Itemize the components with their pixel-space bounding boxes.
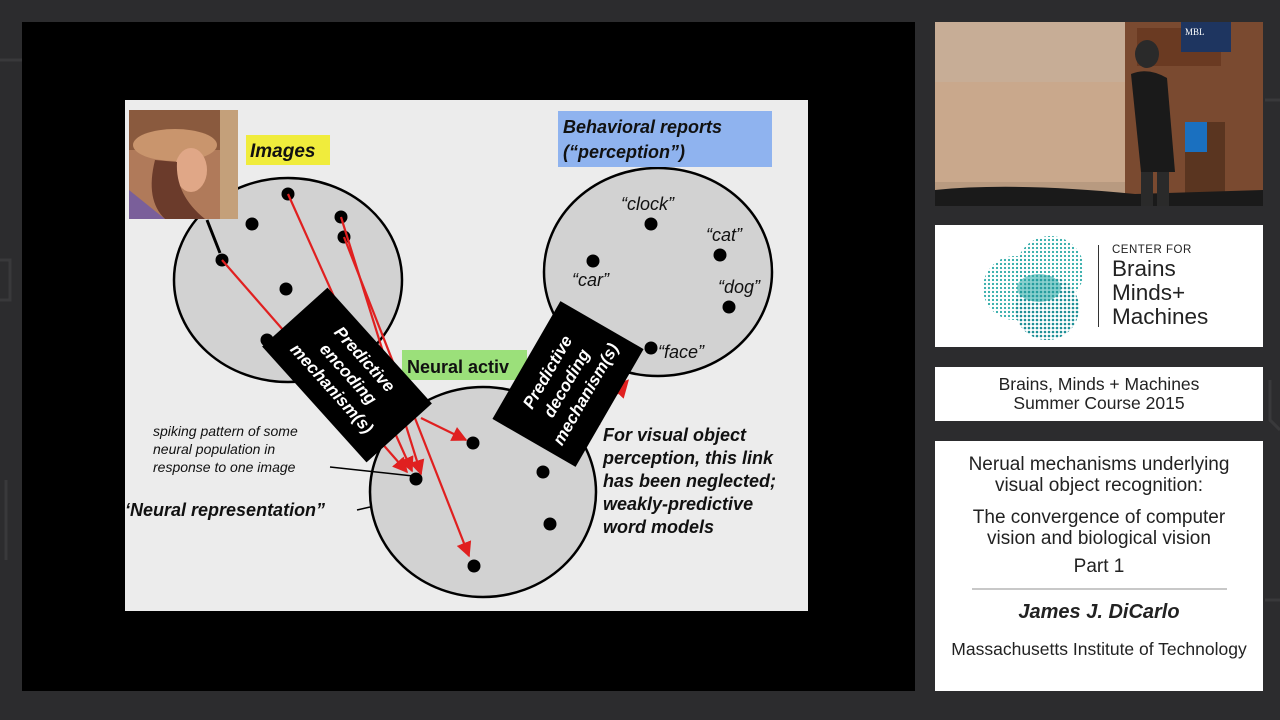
behavioral-label-1: Behavioral reports [563,117,722,137]
talk-title-1: Nerual mechanisms underlying [968,454,1230,475]
lecture-slide: Images Behavioral reports (“perception”)… [125,100,808,611]
neural-activity-label-box [402,350,527,380]
spiking-line-3: response to one image [153,459,296,475]
note-line-2: perception, this link [602,448,774,468]
decoding-mechanism-box: Predictive decoding mechanism(s) [492,301,644,467]
talk-title-2: visual object recognition: [994,475,1204,496]
word-cat: “cat” [706,225,743,245]
speaker-camera-feed: MBL [935,22,1263,206]
talk-subtitle-2: vision and biological vision [987,528,1211,549]
note-line-5: word models [603,517,714,537]
talk-divider [972,588,1227,590]
note-line-3: has been neglected; [603,471,776,491]
course-name: Brains, Minds + Machines [998,374,1200,394]
spiking-line-1: spiking pattern of some [153,423,298,439]
talk-subtitle-1: The convergence of computer [972,507,1226,528]
note-line-1: For visual object [603,425,747,445]
word-clock: “clock” [621,194,675,214]
speaker-affiliation: Massachusetts Institute of Technology [951,639,1247,659]
main-video-area[interactable]: Images Behavioral reports (“perception”)… [22,22,915,691]
images-label: Images [250,141,315,162]
course-panel: Brains, Minds + Machines Summer Course 2… [935,367,1263,421]
spiking-line-2: neural population in [153,441,275,457]
images-label-box [246,135,330,165]
behavioral-label-box [558,111,772,167]
logo-machines: Machines [1112,304,1209,329]
logo-minds: Minds+ [1112,280,1186,305]
logo-divider [1098,245,1099,327]
logo-brains: Brains [1112,256,1176,281]
behavioral-label-2: (“perception”) [563,142,685,162]
neural-activity-label: Neural activ [407,357,509,377]
note-line-4: weakly-predictive [603,494,753,514]
cbmm-logo-icon [983,236,1084,340]
perception-space-circle [542,166,774,378]
course-year: Summer Course 2015 [1013,393,1185,413]
word-face: “face” [658,342,705,362]
encoding-mechanism-box: Predictive encoding mechanism(s) [262,287,432,463]
cbmm-logo-panel: CENTER FOR Brains Minds+ Machines [935,225,1263,347]
neural-representation-label: ‘Neural representation” [125,500,325,520]
word-car: “car” [572,270,610,290]
talk-part: Part 1 [1073,556,1125,577]
speaker-name: James J. DiCarlo [1018,601,1180,623]
mbl-sign: MBL [1185,27,1205,37]
word-dog: “dog” [718,277,761,297]
lena-image [129,110,238,219]
talk-info-panel: Nerual mechanisms underlying visual obje… [935,441,1263,691]
logo-center-for: CENTER FOR [1112,244,1192,256]
